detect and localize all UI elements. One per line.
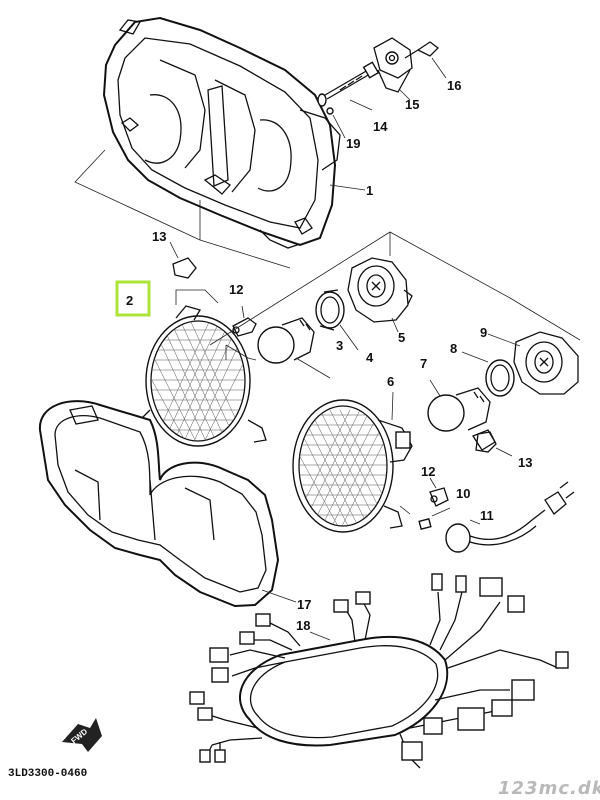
drawing-code: 3LD3300-0460 xyxy=(8,768,87,780)
callout-12-top: 12 xyxy=(229,282,243,297)
callout-1: 1 xyxy=(366,183,373,198)
headlight-rim xyxy=(38,400,297,608)
callout-9: 9 xyxy=(480,325,487,340)
highlighted-callout-2: 2 xyxy=(115,280,151,317)
watermark: 123mc.dk xyxy=(498,778,600,799)
callout-3: 3 xyxy=(336,338,343,353)
callout-2: 2 xyxy=(126,293,133,308)
callout-18: 18 xyxy=(296,618,310,633)
mount-hardware xyxy=(317,37,447,139)
callout-4: 4 xyxy=(366,350,374,365)
callout-13-top: 13 xyxy=(152,229,166,244)
headlight-bracket xyxy=(74,16,366,269)
position-bulb-assembly xyxy=(418,477,575,553)
callout-5: 5 xyxy=(398,330,405,345)
callout-15: 15 xyxy=(405,97,419,112)
bulb-assembly-right xyxy=(427,331,579,457)
callout-numbers: 1 3 4 5 6 7 8 9 10 11 12 12 13 13 14 15 … xyxy=(152,78,532,633)
wire-harness xyxy=(189,573,569,769)
lamp-unit-right xyxy=(292,391,413,533)
clip-right xyxy=(472,429,496,451)
callout-14: 14 xyxy=(373,119,388,134)
callout-8: 8 xyxy=(450,341,457,356)
callout-7: 7 xyxy=(420,356,427,371)
callout-19: 19 xyxy=(346,136,360,151)
callout-17: 17 xyxy=(297,597,311,612)
lamp-unit-left xyxy=(141,289,267,447)
forward-arrow-icon: FWD xyxy=(62,718,102,752)
clip-top xyxy=(169,241,197,279)
callout-11: 11 xyxy=(480,508,494,523)
bulb-assembly-left xyxy=(232,257,413,379)
callout-6: 6 xyxy=(387,374,394,389)
callout-10: 10 xyxy=(456,486,470,501)
callout-12-bottom: 12 xyxy=(421,464,435,479)
callout-16: 16 xyxy=(447,78,461,93)
callout-13-right: 13 xyxy=(518,455,532,470)
